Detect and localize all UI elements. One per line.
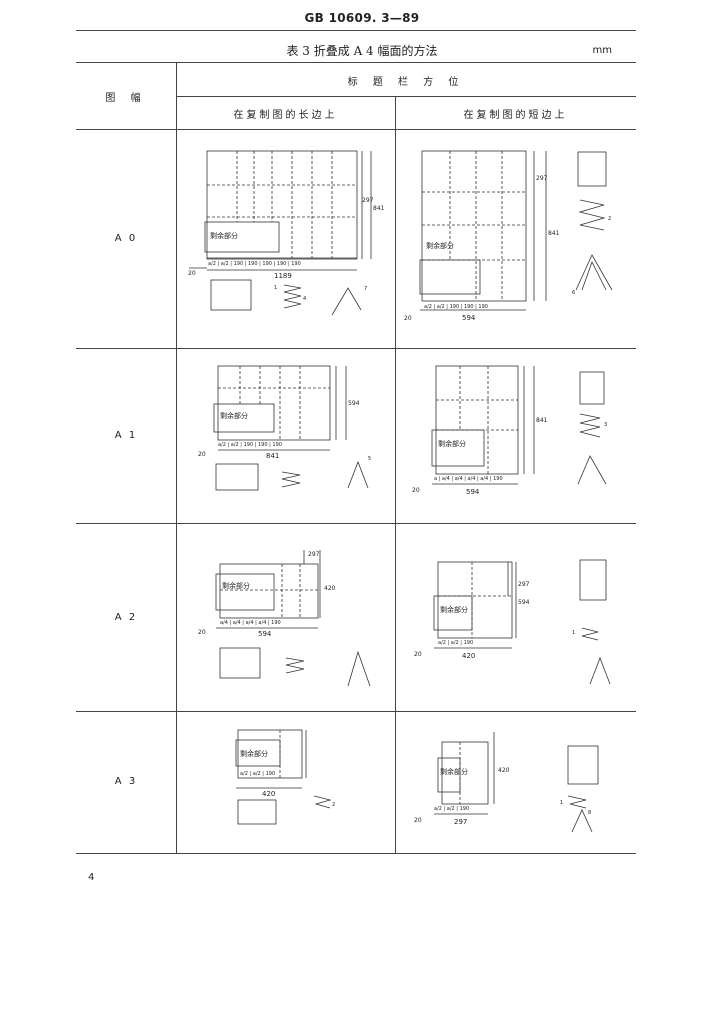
a1-short-fold-3: 3 [604,422,607,428]
a1-short-20: 20 [412,487,420,494]
a0-long-20: 20 [188,270,196,277]
a3-short-edge-diagram: 剩余部分 a/2 | a/2 | 190 297 20 420 1 8 [414,732,599,833]
a0-long-remainder: 剩余部分 [210,231,238,240]
col-divider-1 [176,62,177,853]
a2-long-297: 297 [308,551,320,558]
a3-long-fold-2: 2 [332,802,335,808]
a3-short-remainder: 剩余部分 [440,767,468,776]
a1-long-20: 20 [198,451,206,458]
a1-long-remainder: 剩余部分 [220,411,248,420]
a1-short-bottom-dims: a | a/4 | a/4 | a/4 | a/4 | 190 [434,476,503,482]
a1-long-fold-5: 5 [368,456,371,462]
a2-short-edge-diagram: 剩余部分 a/2 | a/2 | 190 420 20 297 594 1 [414,559,611,685]
a2-short-fold-1: 1 [572,630,575,636]
a1-long-edge-diagram: 剩余部分 a/2 | a/2 | 190 | 190 | 190 841 20 … [198,365,371,491]
a3-short-bottom-dims: a/2 | a/2 | 190 [434,806,469,812]
a3-short-297: 297 [454,818,467,826]
page-number: 4 [88,872,95,883]
table-bottom-rule [76,853,636,854]
a1-long-bottom-dims: a/2 | a/2 | 190 | 190 | 190 [218,442,282,448]
table-caption: 表 3 折叠成 A 4 幅面的方法 [286,44,438,58]
table-top-rule [76,62,636,63]
a3-short-420: 420 [498,767,510,774]
a2-short-20: 20 [414,651,422,658]
row-label-a1: A 1 [114,430,138,441]
a1-short-edge-diagram: 剩余部分 a | a/4 | a/4 | a/4 | a/4 | 190 594… [412,365,607,496]
a2-short-420: 420 [462,652,475,660]
a1-long-594: 594 [348,400,360,407]
a1-short-594: 594 [466,488,480,496]
a0-short-remainder: 剩余部分 [426,241,454,250]
col-header-short: 在复制图的短边上 [463,110,568,121]
a2-long-420: 420 [324,585,336,592]
a1-long-841: 841 [266,452,279,460]
col-header-group: 标 题 栏 方 位 [347,77,465,88]
a0-long-bottom-dims: a/2 | a/2 | 190 | 190 | 190 | 190 | 190 [208,261,301,267]
a2-long-20: 20 [198,629,206,636]
a0-short-edge-diagram: 剩余部分 a/2 | a/2 | 190 | 190 | 190 594 20 … [404,150,613,322]
header-rule [76,30,636,31]
a0-long-edge-diagram: 剩余部分 a/2 | a/2 | 190 | 190 | 190 | 190 |… [188,150,385,316]
standard-code: GB 10609. 3—89 [304,11,420,25]
row-rule-1 [76,348,636,349]
a2-long-remainder: 剩余部分 [222,581,250,590]
a0-short-bottom-dims: a/2 | a/2 | 190 | 190 | 190 [424,304,488,310]
a0-long-1189: 1189 [274,272,292,280]
a0-short-297: 297 [536,175,548,182]
a2-short-remainder: 剩余部分 [440,605,468,614]
header-split-rule [176,96,636,97]
row-label-a3: A 3 [114,776,138,787]
a3-short-20: 20 [414,817,422,824]
a2-long-bottom-dims: a/4 | a/4 | a/4 | a/4 | 190 [220,620,281,626]
unit-label: mm [592,45,612,56]
a0-long-297: 297 [362,197,374,204]
col-header-long: 在复制图的长边上 [233,110,338,121]
a0-short-594: 594 [462,314,476,322]
a3-long-420: 420 [262,790,275,798]
a2-long-edge-diagram: 剩余部分 a/4 | a/4 | a/4 | a/4 | 190 594 20 … [198,550,371,687]
a2-short-297: 297 [518,581,530,588]
col-divider-2 [395,96,396,853]
row-label-a0: A 0 [114,233,138,244]
row-rule-2 [76,523,636,524]
a3-long-remainder: 剩余部分 [240,749,268,758]
row-rule-3 [76,711,636,712]
a3-short-fold-8: 8 [588,810,591,816]
a1-short-841: 841 [536,417,548,424]
col-header-left: 图 幅 [105,93,147,104]
a0-long-fold-4: 4 [303,296,306,302]
a2-short-594: 594 [518,599,530,606]
a0-short-fold-2: 2 [608,216,611,222]
row-label-a2: A 2 [114,612,138,623]
a0-long-841: 841 [373,205,385,212]
header-bottom-rule [76,129,636,130]
a3-short-fold-1: 1 [560,800,563,806]
a3-long-bottom-dims: a/2 | a/2 | 190 [240,771,275,777]
a2-long-594: 594 [258,630,272,638]
a2-short-bottom-dims: a/2 | a/2 | 190 [438,640,473,646]
a0-long-fold-1: 1 [274,285,277,291]
a3-long-edge-diagram: 剩余部分 a/2 | a/2 | 190 420 2 [235,729,335,825]
a0-short-841: 841 [548,230,560,237]
a0-short-fold-6: 6 [572,290,575,296]
a1-short-remainder: 剩余部分 [438,439,466,448]
a0-long-fold-7: 7 [364,286,367,292]
a0-short-20: 20 [404,315,412,322]
